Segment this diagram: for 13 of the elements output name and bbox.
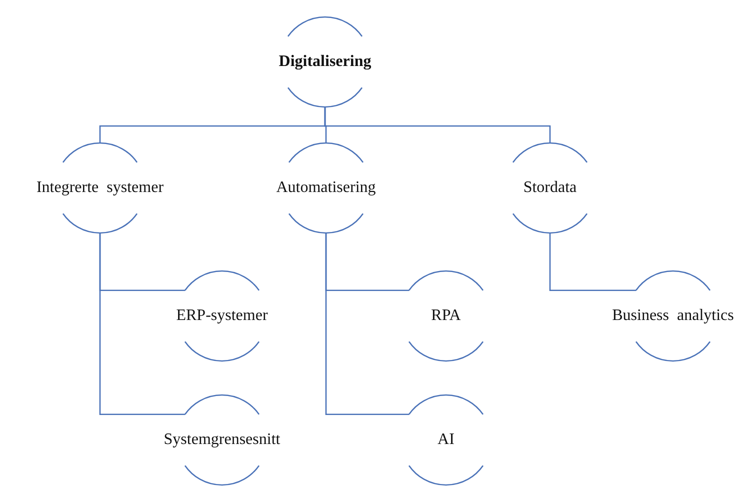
connector-line xyxy=(549,233,636,292)
node-label: Digitalisering xyxy=(278,53,372,71)
connector-line xyxy=(324,107,551,143)
node-label: Automatisering xyxy=(276,179,376,197)
node-label: RPA xyxy=(431,307,461,325)
node-label: Systemgrensesnitt xyxy=(164,431,280,449)
connector-line xyxy=(99,233,185,416)
node-label: Stordata xyxy=(523,179,577,197)
node-label: Business analytics xyxy=(612,307,734,325)
node-label: Integrerte systemer xyxy=(36,179,164,197)
connector-line xyxy=(325,233,409,416)
node-label: ERP-systemer xyxy=(176,307,268,325)
node-label: AI xyxy=(438,431,454,449)
